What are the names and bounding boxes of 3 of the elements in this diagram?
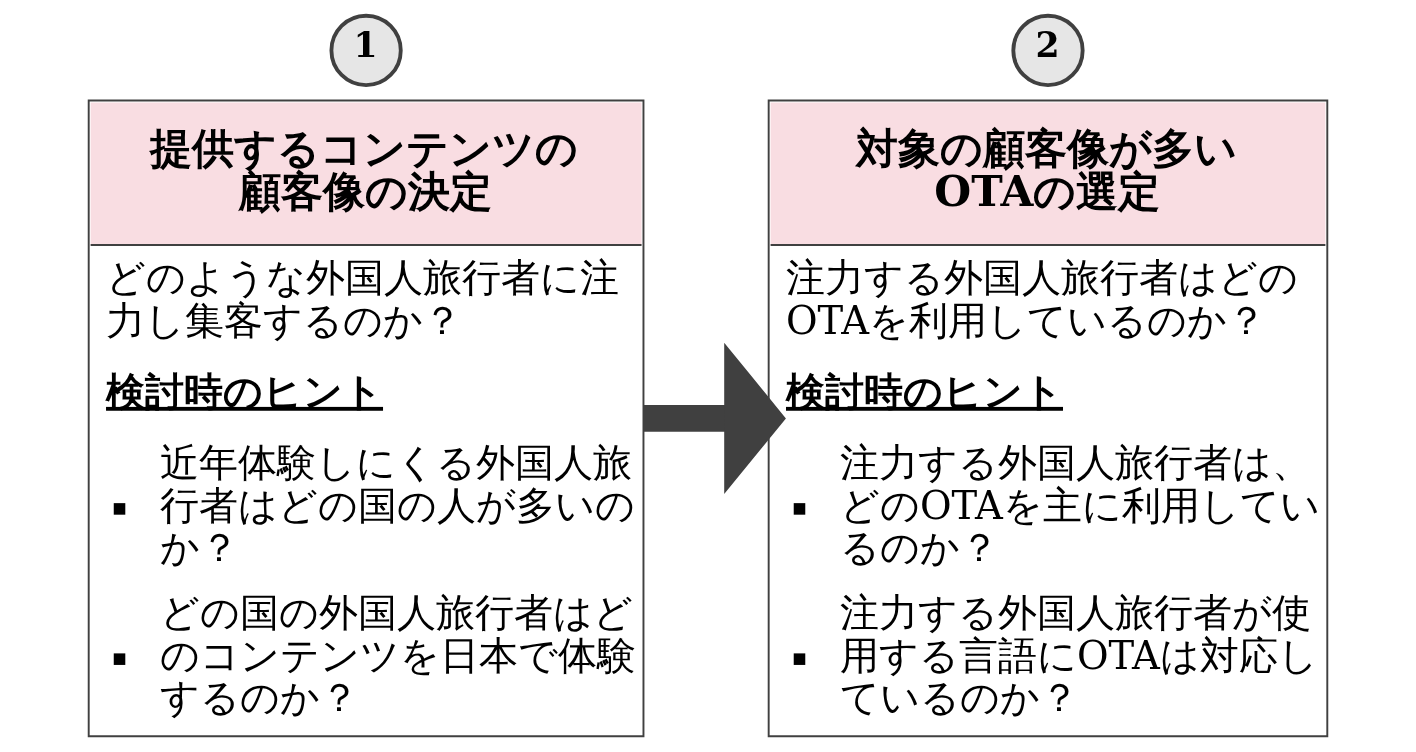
node-circle: 1 <box>329 13 403 88</box>
node-circle: 2 <box>1011 13 1085 88</box>
arrow <box>643 342 786 494</box>
